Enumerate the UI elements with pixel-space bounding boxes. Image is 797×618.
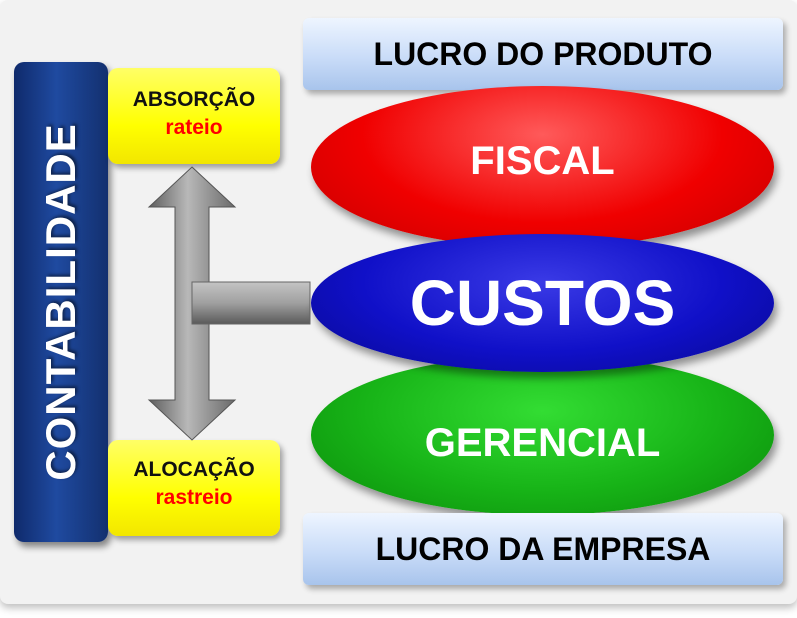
lucro-do-produto-banner: LUCRO DO PRODUTO bbox=[303, 18, 783, 90]
gerencial-ellipse: GERENCIAL bbox=[311, 355, 774, 515]
gerencial-label: GERENCIAL bbox=[424, 421, 661, 465]
fiscal-label: FISCAL bbox=[470, 139, 615, 183]
fiscal-ellipse: FISCAL bbox=[311, 86, 774, 248]
alocacao-title: ALOCAÇÃO bbox=[133, 458, 255, 481]
alocacao-box: ALOCAÇÃO rastreio bbox=[108, 440, 280, 536]
custos-ellipse: CUSTOS bbox=[311, 234, 774, 372]
contabilidade-bar bbox=[14, 62, 108, 542]
absorcao-subtitle: rateio bbox=[165, 116, 223, 139]
horizontal-connector bbox=[191, 281, 311, 325]
alocacao-subtitle: rastreio bbox=[155, 486, 233, 509]
absorcao-title: ABSORÇÃO bbox=[132, 88, 256, 111]
custos-label: CUSTOS bbox=[409, 267, 676, 339]
lucro-da-empresa-banner: LUCRO DA EMPRESA bbox=[303, 513, 783, 585]
absorcao-box: ABSORÇÃO rateio bbox=[108, 68, 280, 164]
